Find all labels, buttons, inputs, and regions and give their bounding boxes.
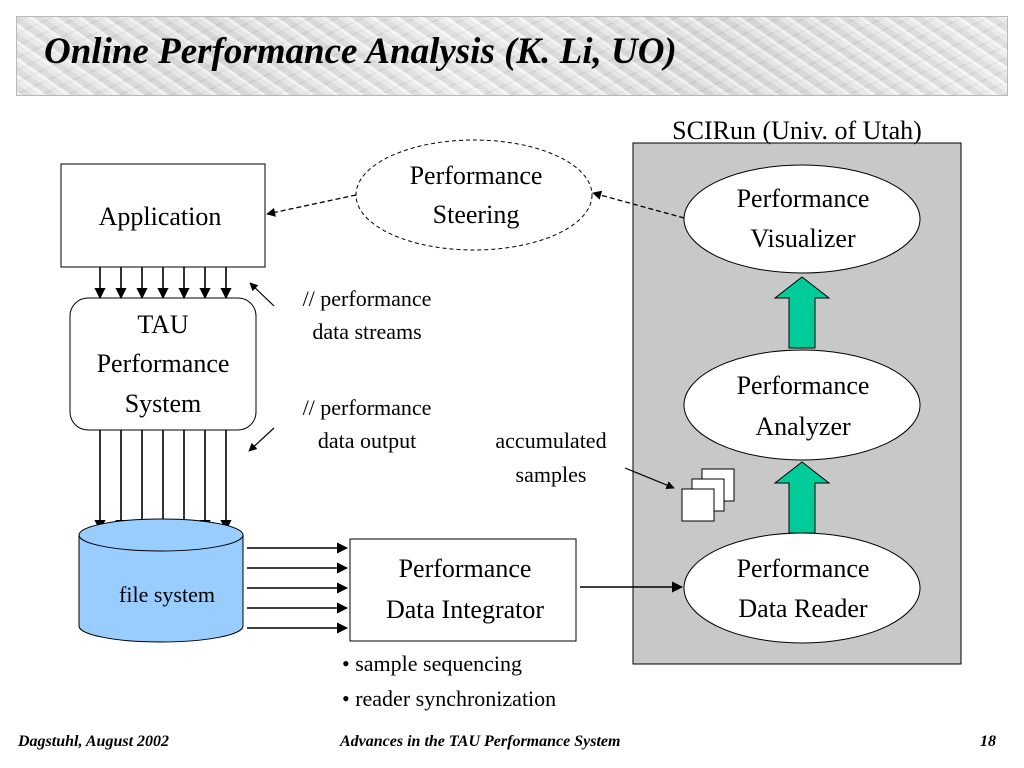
performance-visualizer-ellipse (683, 164, 921, 274)
streams-label-line2: data streams (312, 319, 421, 344)
samples-pointer-arrow (624, 467, 675, 490)
tau-label-line2: Performance (97, 349, 230, 378)
integrator-label-line1: Performance (399, 554, 532, 583)
tau-label-line1: TAU (137, 310, 189, 339)
accumulated-label-line1: accumulated (495, 428, 606, 453)
analyzer-label-line2: Analyzer (755, 412, 851, 441)
file-system-cylinder (78, 518, 244, 643)
footer-left: Dagstuhl, August 2002 (18, 733, 170, 750)
tau-label-line3: System (125, 389, 202, 418)
visualizer-label-line1: Performance (737, 184, 870, 213)
integrator-note-synchronization: • reader synchronization (342, 686, 556, 711)
footer-center: Advances in the TAU Performance System (340, 733, 621, 750)
streams-pointer-arrow (249, 282, 275, 307)
performance-analyzer-ellipse (683, 349, 921, 461)
integrator-label-line2: Data Integrator (386, 595, 544, 624)
output-label-line1: // performance (303, 395, 432, 420)
output-label-line2: data output (318, 428, 416, 453)
slide-title: Online Performance Analysis (K. Li, UO) (44, 31, 677, 72)
reader-to-analyzer-arrow (773, 461, 831, 534)
steering-to-application-arrow (266, 194, 357, 217)
performance-data-reader-ellipse (683, 532, 921, 644)
reader-label-line1: Performance (737, 554, 870, 583)
visualizer-label-line2: Visualizer (750, 224, 856, 253)
scirun-label: SCIRun (Univ. of Utah) (672, 116, 922, 145)
title-bar (16, 16, 1008, 96)
analyzer-to-visualizer-arrow (773, 276, 831, 349)
file-system-label: file system (119, 582, 215, 607)
application-to-tau-arrows (94, 267, 232, 300)
page-number: 18 (980, 733, 996, 750)
streams-label-line1: // performance (303, 286, 432, 311)
accumulated-label-line2: samples (516, 462, 587, 487)
tau-to-filesystem-arrows (94, 430, 232, 532)
application-label: Application (99, 202, 222, 231)
steering-label-line2: Steering (433, 200, 520, 229)
application-box (60, 163, 266, 268)
filesystem-to-integrator-arrows (247, 542, 349, 634)
analyzer-label-line1: Performance (737, 371, 870, 400)
performance-steering-ellipse (355, 139, 593, 251)
reader-label-line2: Data Reader (738, 594, 868, 623)
output-pointer-arrow (248, 427, 275, 452)
sample-pages-icon (681, 468, 735, 522)
steering-label-line1: Performance (410, 161, 543, 190)
integrator-note-sequencing: • sample sequencing (342, 651, 522, 676)
data-integrator-box (349, 538, 577, 642)
